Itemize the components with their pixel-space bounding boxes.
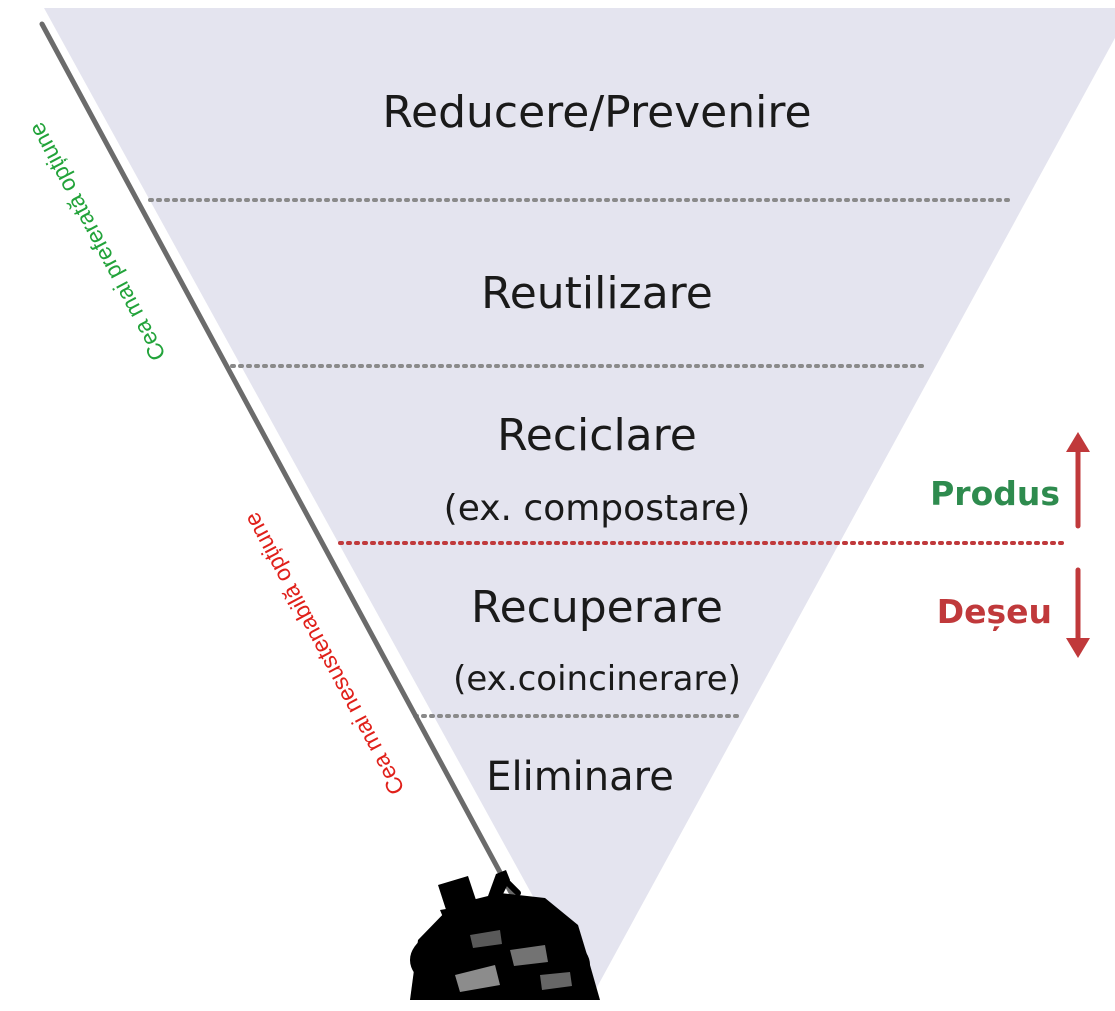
level-eliminate: Eliminare (486, 754, 674, 800)
level-reduce-prevent: Reducere/Prevenire (382, 87, 811, 138)
arrow-down-icon (1066, 567, 1090, 658)
landfill-trash-pile-icon (410, 870, 600, 1000)
level-recycle: Reciclare (497, 410, 697, 461)
preference-axis-line (39, 21, 518, 903)
level-recycle-example: (ex. compostare) (444, 488, 751, 529)
waste-label: Deșeu (937, 592, 1052, 631)
arrow-up-icon (1066, 432, 1090, 529)
hierarchy-triangle (44, 8, 1115, 1000)
level-recover: Recuperare (471, 582, 723, 633)
product-label: Produs (930, 474, 1060, 513)
level-reuse: Reutilizare (481, 268, 713, 319)
level-recover-example: (ex.coincinerare) (453, 659, 741, 699)
